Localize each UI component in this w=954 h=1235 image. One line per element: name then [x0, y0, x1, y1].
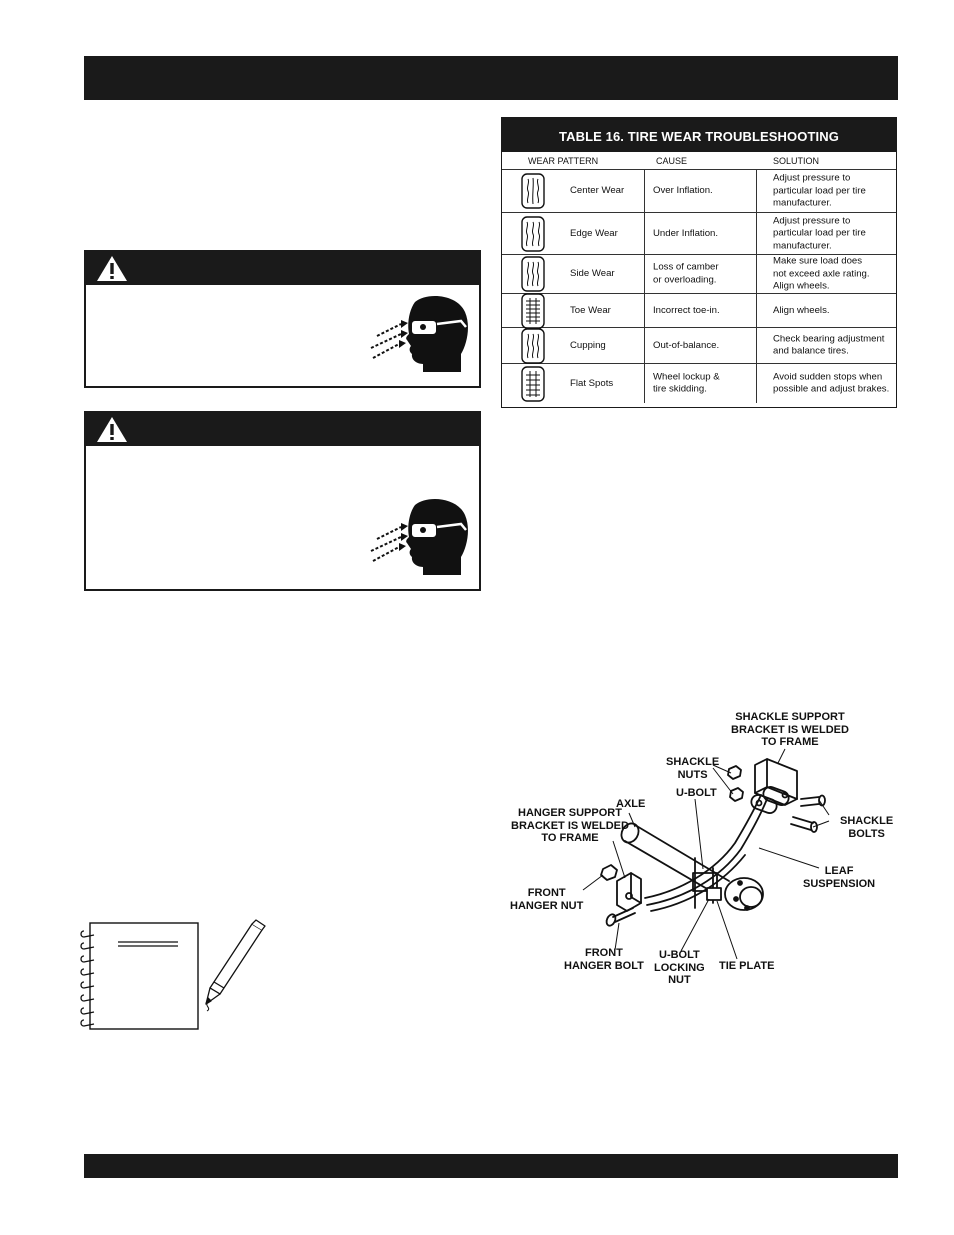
cause-cell: Over Inflation.	[644, 170, 757, 212]
table-row: Flat Spots Wheel lockup & tire skidding. A…	[502, 364, 896, 403]
label-shackle-bolts: SHACKLE BOLTS	[840, 815, 894, 840]
cause-text: Loss of camber or overloading.	[653, 261, 719, 286]
wear-pattern-cell: Edge Wear	[564, 213, 644, 254]
wear-icon-cell	[502, 364, 564, 403]
warning-header	[86, 413, 479, 446]
table-row: Cupping Out-of-balance. Check bearing adju…	[502, 327, 896, 364]
solution-line: Make sure load does	[773, 255, 863, 267]
tire-wear-table: TABLE 16. TIRE WEAR TROUBLESHOOTING WEAR…	[501, 117, 897, 408]
solution-line: Avoid sudden stops when	[773, 371, 883, 382]
solution-line: not exceed axle rating.	[773, 267, 870, 279]
tire-tread-icon	[521, 365, 545, 402]
label-u-bolt: U-BOLT	[676, 787, 717, 799]
wear-pattern-name: Center Wear	[570, 184, 625, 196]
safety-glasses-icon	[370, 296, 468, 372]
solution-cell: Align wheels.	[756, 294, 896, 327]
leaf-suspension-diagram: SHACKLE SUPPORT BRACKET IS WELDED TO FRA…	[495, 703, 905, 988]
wear-pattern-name: Cupping	[570, 339, 606, 351]
wear-pattern-cell: Flat Spots	[564, 364, 644, 403]
wear-icon-cell	[502, 292, 564, 329]
wear-icon-cell	[502, 170, 564, 212]
solution-line: particular load per tire	[773, 184, 866, 196]
wear-pattern-name: Side Wear	[570, 267, 615, 279]
safety-glasses-icon	[370, 499, 468, 575]
cause-cell: Under Inflation.	[644, 213, 757, 254]
wear-pattern-name: Toe Wear	[570, 304, 611, 316]
label-tie-plate: TIE PLATE	[719, 960, 775, 972]
warning-triangle-icon	[97, 417, 127, 442]
solution-line: and balance tires.	[773, 345, 849, 357]
label-leaf-suspension: LEAF SUSPENSION	[803, 865, 876, 890]
tire-tread-icon	[521, 215, 545, 252]
warning-box-2	[84, 411, 481, 591]
solution-line: manufacturer.	[773, 239, 832, 251]
footer-bar	[84, 1154, 898, 1178]
solution-line: Adjust pressure to	[773, 172, 851, 184]
warning-header	[86, 252, 479, 285]
solution-line: particular load per tire	[773, 227, 866, 239]
cause-cell: Out-of-balance.	[644, 328, 757, 363]
cause-text: Wheel lockup & tire skidding.	[653, 371, 720, 395]
wear-icon-cell	[502, 213, 564, 254]
table-header: WEAR PATTERN CAUSE SOLUTION	[502, 152, 896, 170]
header-wear-pattern: WEAR PATTERN	[528, 156, 599, 166]
solution-line: manufacturer.	[773, 197, 832, 209]
solution-line: Align wheels.	[773, 280, 830, 292]
label-shackle-nuts: SHACKLE NUTS	[666, 756, 720, 781]
label-u-bolt-locking-nut: U-BOLT LOCKING NUT	[654, 949, 705, 986]
wear-icon-cell	[502, 255, 564, 293]
wear-pattern-cell: Toe Wear	[564, 294, 644, 327]
wear-icon-cell	[502, 327, 564, 364]
tire-tread-icon	[521, 256, 545, 292]
label-shackle-support: SHACKLE SUPPORT BRACKET IS WELDED TO FRA…	[731, 711, 849, 748]
label-front-hanger-nut: FRONT HANGER NUT	[510, 887, 584, 912]
cause-cell: Incorrect toe-in.	[644, 294, 757, 327]
suspension-drawing	[582, 748, 830, 960]
cause-text: Incorrect toe-in.	[653, 304, 720, 316]
cause-cell: Loss of camber or overloading.	[644, 255, 757, 293]
table-row: Edge Wear Under Inflation. Adjust pressure…	[502, 213, 896, 255]
warning-triangle-icon	[97, 256, 127, 281]
tire-tread-icon	[521, 292, 545, 329]
tire-tread-icon	[521, 327, 545, 364]
header-bar	[84, 56, 898, 100]
wear-pattern-name: Edge Wear	[570, 227, 618, 239]
notebook-pencil-icon	[80, 919, 266, 1030]
solution-text: Align wheels.	[773, 304, 894, 317]
label-hanger-support: HANGER SUPPORT BRACKET IS WELDED TO FRAM…	[511, 807, 629, 844]
table-row: Center Wear Over Inflation. Adjust pressur…	[502, 170, 896, 213]
header-solution: SOLUTION	[773, 156, 820, 166]
cause-text: Out-of-balance.	[653, 339, 720, 351]
table-title: TABLE 16. TIRE WEAR TROUBLESHOOTING	[502, 118, 896, 152]
cause-text: Over Inflation.	[653, 184, 713, 196]
tire-tread-icon	[521, 173, 545, 209]
solution-line: Adjust pressure to	[773, 214, 851, 226]
wear-pattern-cell: Cupping	[564, 328, 644, 363]
table-body: Center Wear Over Inflation. Adjust pressur…	[502, 170, 896, 403]
table-row: Side Wear Loss of camber or overloading. M…	[502, 255, 896, 294]
wear-pattern-name: Flat Spots	[570, 377, 614, 389]
cause-cell: Wheel lockup & tire skidding.	[644, 364, 757, 403]
warning-box-1	[84, 250, 481, 388]
wear-pattern-cell: Side Wear	[564, 255, 644, 293]
solution-line: Check bearing adjustment	[773, 333, 885, 344]
cause-text: Under Inflation.	[653, 227, 719, 239]
table-row: Toe Wear Incorrect toe-in. Align wheels.	[502, 292, 896, 329]
wear-pattern-cell: Center Wear	[564, 170, 644, 212]
solution-line: Align wheels.	[773, 304, 830, 316]
solution-line: possible and adjust brakes.	[773, 383, 890, 395]
label-axle: AXLE	[616, 798, 646, 810]
header-cause: CAUSE	[656, 156, 688, 166]
label-front-hanger-bolt: FRONT HANGER BOLT	[564, 947, 644, 972]
